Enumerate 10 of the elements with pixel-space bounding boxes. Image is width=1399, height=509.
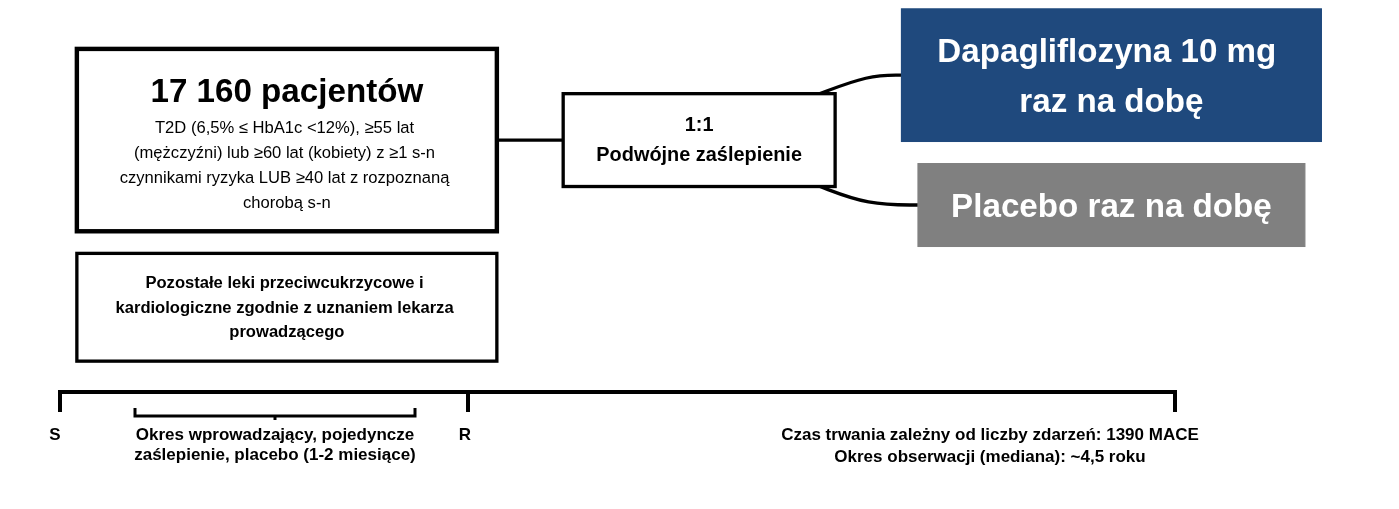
node-box: 1:1 Podwójne zaślepienie bbox=[561, 92, 838, 189]
node-box: Pozostałe leki przeciwcukrzycowe i kardiologiczne zgodnie z uznaniem lekarza prowadzącego bbox=[75, 251, 499, 363]
timeline-marker: S bbox=[48, 425, 62, 445]
timeline-marker: R bbox=[457, 425, 473, 445]
timeline-note: Okres obserwacji (mediana): ~4,5 roku bbox=[833, 447, 1147, 467]
node-box: 17 160 pacjentów T2D (6,5% ≤ HbA1c <12%), ≥55 lat (mężczyźni) lub ≥60 lat (kobiety) z ≥1 s-n czynnikami ryzyka LUB ≥40 lat z rozpoznaną chorobą s-n bbox=[75, 46, 500, 234]
timeline-note: Okres wprowadzający, pojedyncze zaślepienie, placebo (1-2 miesiące) bbox=[133, 425, 417, 465]
node-box: Placebo raz na dobę bbox=[917, 163, 1306, 248]
timeline-note: Czas trwania zależny od liczby zdarzeń: 1390 MACE bbox=[780, 425, 1200, 445]
node-box: Dapagliflozyna 10 mg raz na dobę bbox=[901, 8, 1323, 143]
